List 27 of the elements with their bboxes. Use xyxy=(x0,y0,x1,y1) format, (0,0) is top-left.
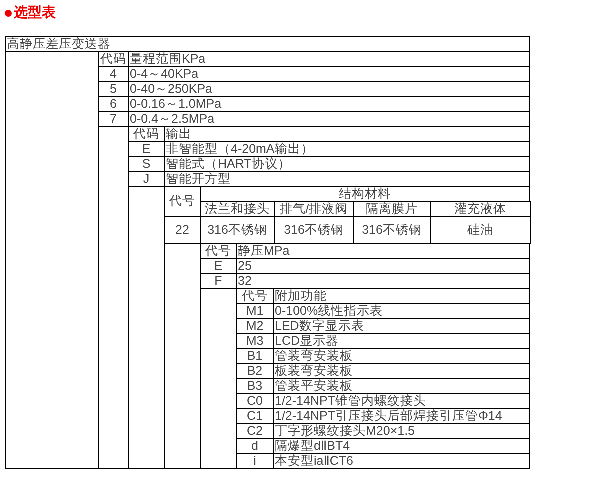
table-cell: 非智能型（4-20mA输出） xyxy=(164,141,530,157)
table-cell: 板装弯安装板 xyxy=(273,363,530,379)
table-cell: 1/2-14NPT锥管内螺纹接头 xyxy=(273,393,530,409)
table-cell: 管装平安装板 xyxy=(273,378,530,394)
table-cell: 0-4～40KPa xyxy=(128,66,530,82)
table-cell: 0-0.4～2.5MPa xyxy=(128,111,530,127)
table-cell: 丁字形螺纹接头M20×1.5 xyxy=(273,423,530,439)
table-cell: 1/2-14NPT引压接头后部焊接引压管Φ14 xyxy=(273,408,530,424)
table-cell: 本安型iaⅡCT6 xyxy=(273,453,530,469)
table-cell: 量程范围KPa xyxy=(128,51,530,67)
table-cell: 25 xyxy=(236,258,530,274)
table-cell: LED数字显示表 xyxy=(273,318,530,334)
table-title: 选型表 xyxy=(14,4,56,22)
table-cell: 输出 xyxy=(164,126,530,142)
table-cell: 管装弯安装板 xyxy=(273,348,530,364)
table-cell: 0-0.16～1.0MPa xyxy=(128,96,530,112)
table-cell: i xyxy=(236,453,274,469)
table-cell: 智能式（HART协议） xyxy=(164,156,530,172)
table-cell: 0-40～250KPa xyxy=(128,81,530,97)
table-cell: 静压MPa xyxy=(236,243,530,259)
table-cell: 32 xyxy=(236,273,530,289)
table-cell: 隔爆型dⅡBT4 xyxy=(273,438,530,454)
table-cell: 0-100%线性指示表 xyxy=(273,303,530,319)
table-cell: LCD显示器 xyxy=(273,333,530,349)
table-cell: 高静压差压变送器 xyxy=(5,36,530,52)
table-cell: 智能开方型 xyxy=(164,171,530,187)
table-cell: 附加功能 xyxy=(273,288,530,304)
